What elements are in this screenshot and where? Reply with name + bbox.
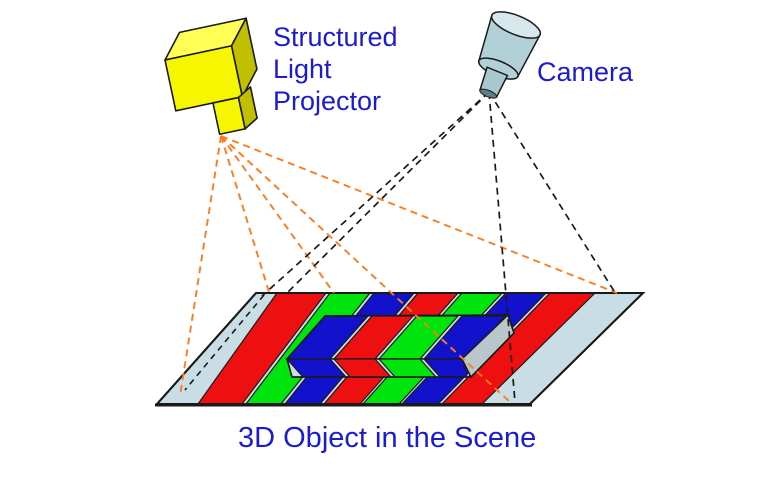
projector-ray [179,135,222,397]
projector-ray [220,135,270,293]
camera-icon [477,11,542,99]
surface-trace-line [184,294,265,391]
projector-label-line2: Light [273,54,332,84]
camera-ray [287,91,490,293]
pattern-stripe [196,293,328,404]
object-stripe [287,359,348,377]
camera-label: Camera [537,57,634,87]
projector-rays [179,135,618,403]
camera-ray [261,91,490,297]
projector-icon [164,17,258,136]
projector-ray [220,135,618,294]
object-stripe [377,359,438,377]
projector-label-line1: Structured [273,22,398,52]
camera-rays [261,91,615,403]
scene-object [285,313,515,379]
camera-ray [488,91,516,403]
scene-label: 3D Object in the Scene [238,422,536,454]
projector-label-line3: Projector [273,86,381,116]
object-stripe [422,315,507,359]
projector-ray [220,135,335,294]
object-stripe [332,359,393,377]
projector-label: Structured Light Projector [273,22,405,116]
camera-ray [488,91,615,292]
projector-ray [220,135,511,403]
